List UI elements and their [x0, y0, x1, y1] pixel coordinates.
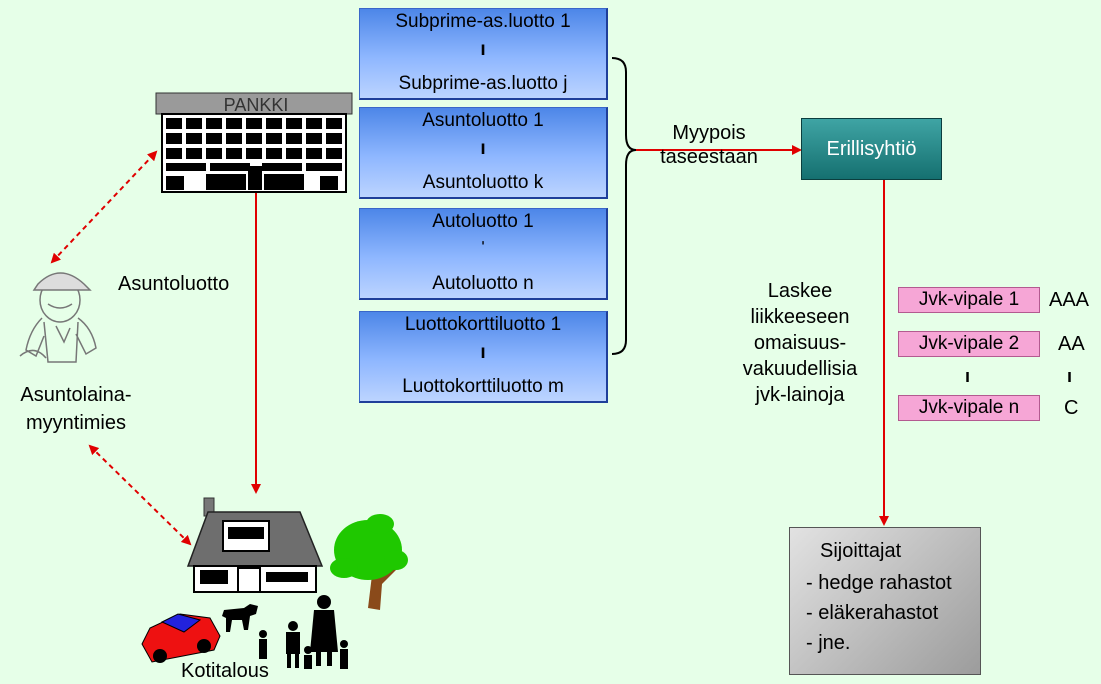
loan-last-label: Luottokorttiluotto m — [402, 376, 564, 397]
tranche-ellipsis: ı — [965, 366, 971, 386]
broker-label: Asuntolaina- myyntimies — [6, 381, 146, 437]
loan-box-mortgage: Asuntoluotto 1 ı Asuntoluotto k — [359, 107, 608, 199]
tranche-box: Jvk-vipale 2 — [898, 331, 1040, 357]
investor-item: - jne. — [806, 632, 851, 654]
issue-label-line: liikkeeseen — [750, 306, 850, 328]
loan-ellipsis: ı — [480, 342, 486, 363]
loan-first-label: Asuntoluotto 1 — [422, 110, 544, 131]
sell-off-balance-label: Myypois taseestaan — [644, 121, 774, 169]
loan-box-credit-card: Luottokorttiluotto 1 ı Luottokorttiluott… — [359, 311, 608, 403]
loan-first-label: Subprime-as.luotto 1 — [395, 11, 571, 32]
investors-box: Sijoittajat - hedge rahastot - eläkeraha… — [789, 527, 981, 675]
household-label: Kotitalous — [181, 660, 269, 682]
bank-sign: PANKKI — [224, 95, 289, 115]
sell-label-line1: Myypois — [672, 122, 746, 144]
loan-last-label: Autoluotto n — [432, 273, 534, 294]
tranche-name: Jvk-vipale n — [918, 397, 1020, 418]
loan-ellipsis: ˈ — [479, 239, 487, 260]
issue-label-line: Laskee — [767, 280, 833, 302]
broker-label-line1: Asuntolaina- — [20, 384, 132, 406]
spv-label: Erillisyhtiö — [826, 138, 917, 160]
loan-first-label: Autoluotto 1 — [432, 211, 534, 232]
tranche-rating: AA — [1058, 333, 1085, 355]
loan-box-subprime: Subprime-as.luotto 1 ı Subprime-as.luott… — [359, 8, 608, 100]
loan-box-auto: Autoluotto 1 ˈ Autoluotto n — [359, 208, 608, 300]
loan-ellipsis: ı — [480, 138, 486, 159]
tranche-name: Jvk-vipale 1 — [918, 289, 1020, 310]
loan-last-label: Asuntoluotto k — [422, 172, 544, 193]
investors-title: Sijoittajat — [820, 540, 902, 562]
tranche-rating: AAA — [1049, 289, 1090, 311]
tranche-box: Jvk-vipale n — [898, 395, 1040, 421]
loan-ellipsis: ı — [480, 39, 486, 60]
broker-label-line2: myyntimies — [25, 412, 126, 434]
spv-box: Erillisyhtiö — [801, 118, 942, 180]
issue-label-line: vakuudellisia — [742, 358, 858, 380]
loan-last-label: Subprime-as.luotto j — [398, 73, 568, 94]
tranche-box: Jvk-vipale 1 — [898, 287, 1040, 313]
issue-label: Laskee liikkeeseen omaisuus- vakuudellis… — [720, 278, 880, 408]
mortgage-label: Asuntoluotto — [118, 273, 230, 295]
tranche-rating: C — [1064, 397, 1079, 419]
loan-first-label: Luottokorttiluotto 1 — [404, 314, 562, 335]
investor-item: - eläkerahastot — [806, 602, 939, 624]
rating-ellipsis: ı — [1067, 366, 1073, 386]
broker-bank-arrow — [50, 150, 158, 264]
sell-label-line2: taseestaan — [660, 146, 758, 168]
investor-item: - hedge rahastot — [806, 572, 952, 594]
issue-label-line: omaisuus- — [753, 332, 847, 354]
tranche-name: Jvk-vipale 2 — [918, 333, 1020, 354]
issue-label-line: jvk-lainoja — [755, 384, 845, 406]
